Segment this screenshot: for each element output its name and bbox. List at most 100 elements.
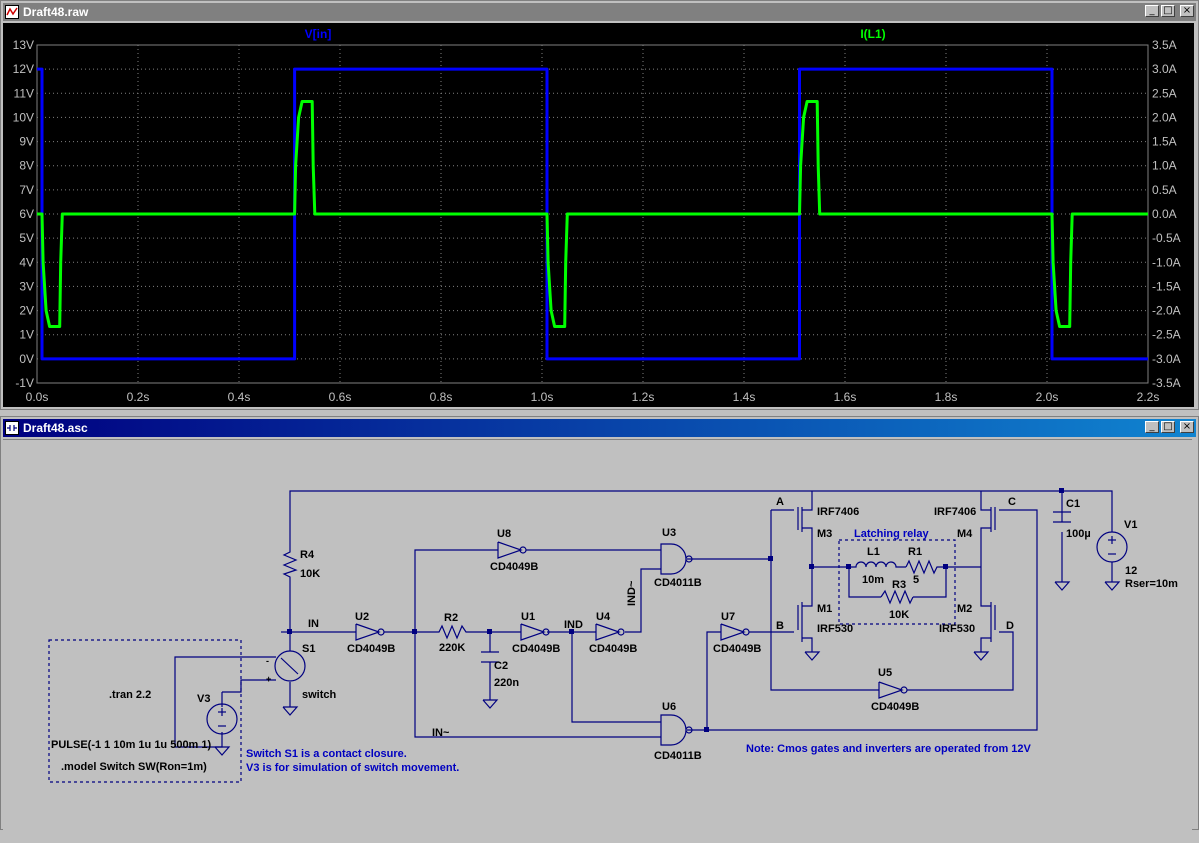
label-r2-value: 220K <box>439 642 465 654</box>
y-left-tick-label: 11V <box>14 86 34 100</box>
y-left-tick-label: 1V <box>19 328 34 342</box>
resistor-r4[interactable] <box>282 547 298 579</box>
label-u5-ref: U5 <box>878 667 892 679</box>
net-label-ind-bar: IND~ <box>626 580 638 606</box>
label-u7-value: CD4049B <box>713 643 761 655</box>
switch-sim-box <box>48 639 242 783</box>
label-v1-ref: V1 <box>1124 519 1137 531</box>
schematic-canvas[interactable]: R4 10K U2 CD4049B U8 CD4049B R2 220K C2 … <box>3 439 1192 838</box>
directive-tran: .tran 2.2 <box>109 689 151 701</box>
x-tick-label: 1.8s <box>935 390 958 404</box>
label-s1-value: switch <box>302 689 337 701</box>
minimize-button[interactable]: _ <box>1145 421 1159 433</box>
label-u4-value: CD4049B <box>589 643 637 655</box>
label-r3-value: 10K <box>889 609 909 621</box>
y-left-tick-label: 2V <box>19 304 34 318</box>
label-r4-value: 10K <box>300 568 320 580</box>
pin-sign-plus: + <box>266 674 271 684</box>
y-right-tick-label: 3.0A <box>1152 62 1177 76</box>
voltage-source-v1[interactable] <box>1096 531 1128 563</box>
label-u1-value: CD4049B <box>512 643 560 655</box>
y-left-tick-label: 10V <box>13 110 34 124</box>
schematic-window: Draft48.asc _ □ × <box>0 416 1199 838</box>
y-right-tick-label: -0.5A <box>1152 231 1181 245</box>
label-m4-value: IRF7406 <box>934 506 976 518</box>
x-tick-label: 0.0s <box>26 390 49 404</box>
x-tick-label: 1.6s <box>834 390 857 404</box>
label-m3-value: IRF7406 <box>817 506 859 518</box>
y-right-tick-label: 2.0A <box>1152 110 1177 124</box>
x-tick-label: 2.2s <box>1137 390 1160 404</box>
y-left-tick-label: 9V <box>19 135 34 149</box>
label-v1-extra: Rser=10m <box>1125 578 1178 590</box>
latching-relay-label: Latching relay <box>854 528 929 540</box>
capacitor-c1[interactable] <box>1053 511 1071 523</box>
y-right-tick-label: -1.5A <box>1152 279 1181 293</box>
net-label-in: IN <box>308 618 319 630</box>
directive-pulse: PULSE(-1 1 10m 1u 1u 500m 1) <box>51 739 212 751</box>
x-tick-label: 0.8s <box>430 390 453 404</box>
resistor-r2[interactable] <box>436 624 469 640</box>
net-label-a: A <box>776 496 784 508</box>
wire-group <box>174 490 1113 748</box>
y-right-tick-label: -2.0A <box>1152 304 1181 318</box>
x-tick-label: 1.2s <box>632 390 655 404</box>
restore-button[interactable]: □ <box>1161 421 1175 433</box>
label-u3-ref: U3 <box>662 527 676 539</box>
x-tick-label: 2.0s <box>1036 390 1059 404</box>
schematic-drawing[interactable]: R4 10K U2 CD4049B U8 CD4049B R2 220K C2 … <box>3 440 1192 838</box>
label-s1-ref: S1 <box>302 643 315 655</box>
x-tick-label: 1.4s <box>733 390 756 404</box>
y-right-tick-label: 0.0A <box>1152 207 1177 221</box>
legend-label-vin: V[in] <box>305 27 332 41</box>
y-left-tick-label: 0V <box>19 352 34 366</box>
label-c1-value: 100µ <box>1066 528 1091 540</box>
schematic-titlebar[interactable]: Draft48.asc _ □ × <box>3 419 1196 437</box>
minimize-button[interactable]: _ <box>1145 5 1159 17</box>
label-u4-ref: U4 <box>596 611 611 623</box>
y-right-tick-label: 1.5A <box>1152 135 1177 149</box>
y-right-tick-label: 2.5A <box>1152 86 1177 100</box>
resistor-r1[interactable] <box>905 559 946 575</box>
y-right-tick-label: -3.5A <box>1152 376 1181 390</box>
restore-button[interactable]: □ <box>1161 5 1175 17</box>
close-button[interactable]: × <box>1180 5 1194 17</box>
label-c2-value: 220n <box>494 677 519 689</box>
y-left-tick-label: 4V <box>19 255 34 269</box>
junction-dots <box>287 488 1064 732</box>
label-u3-value: CD4011B <box>654 577 702 589</box>
label-m1-ref: M1 <box>817 603 832 615</box>
capacitor-c2[interactable] <box>481 651 499 663</box>
nand-gate-symbols[interactable] <box>660 543 693 746</box>
inductor-l1[interactable] <box>849 561 906 568</box>
y-right-tick-label: 1.0A <box>1152 159 1177 173</box>
y-right-tick-label: -2.5A <box>1152 328 1181 342</box>
resistor-r3[interactable] <box>880 589 914 605</box>
label-l1-value: 10m <box>862 574 884 586</box>
label-u6-value: CD4011B <box>654 750 702 762</box>
schematic-notes: Latching relay Switch S1 is a contact cl… <box>246 528 1032 774</box>
label-r1-ref: R1 <box>908 546 922 558</box>
label-u6-ref: U6 <box>662 701 676 713</box>
y-left-tick-label: 5V <box>19 231 34 245</box>
net-label-c: C <box>1008 496 1016 508</box>
net-label-d: D <box>1006 620 1014 632</box>
close-button[interactable]: × <box>1180 421 1194 433</box>
switch-s1[interactable] <box>274 632 306 682</box>
mosfet-symbols[interactable] <box>797 507 996 642</box>
x-tick-label: 1.0s <box>531 390 554 404</box>
y-left-tick-label: 7V <box>19 183 34 197</box>
voltage-source-v3[interactable] <box>206 703 238 735</box>
directive-model: .model Switch SW(Ron=1m) <box>61 761 207 773</box>
x-tick-label: 0.4s <box>228 390 251 404</box>
inverter-symbols[interactable] <box>355 541 908 699</box>
label-u2-value: CD4049B <box>347 643 395 655</box>
note-switch-line2: V3 is for simulation of switch movement. <box>246 762 459 774</box>
label-u8-ref: U8 <box>497 528 511 540</box>
waveform-titlebar[interactable]: Draft48.raw _ □ × <box>3 3 1196 21</box>
x-tick-label: 0.6s <box>329 390 352 404</box>
series-line-il1 <box>37 100 1148 328</box>
